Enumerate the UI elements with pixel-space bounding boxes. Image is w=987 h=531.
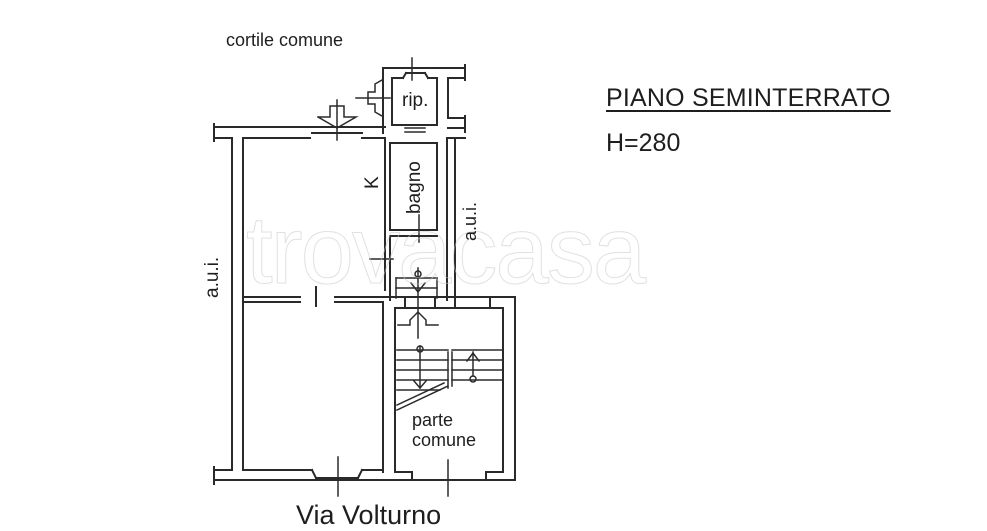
bathroom-door-symbol [369, 214, 420, 260]
common-area-label: parte comune [412, 410, 476, 450]
front-room-walls [213, 301, 516, 485]
watermark: trovacasa [245, 197, 646, 305]
storage-window-symbol [355, 57, 426, 133]
adjacent-unit-left-label: a.u.i. [202, 256, 223, 298]
stairs [396, 310, 503, 411]
common-area-label-line1: parte [412, 410, 454, 430]
common-area-walls [394, 296, 516, 481]
window-top-symbol [316, 99, 359, 141]
floor-plan [213, 57, 516, 497]
outer-wall-left [231, 137, 244, 471]
adjacent-unit-right-label: a.u.i. [460, 201, 480, 241]
common-area-label-line2: comune [412, 430, 477, 450]
storage-room-walls [382, 64, 466, 134]
courtyard-label: cortile comune [226, 30, 344, 50]
middle-wall [242, 286, 516, 309]
kitchen-label: K [362, 176, 383, 189]
interior-walls [384, 137, 466, 301]
storage-label: rip. [402, 90, 429, 111]
bathroom-label: bagno [404, 161, 425, 214]
page-title: PIANO SEMINTERRATO [606, 84, 891, 112]
corridor-steps [395, 267, 438, 339]
top-wall [213, 123, 386, 142]
ceiling-height: H=280 [606, 129, 681, 157]
